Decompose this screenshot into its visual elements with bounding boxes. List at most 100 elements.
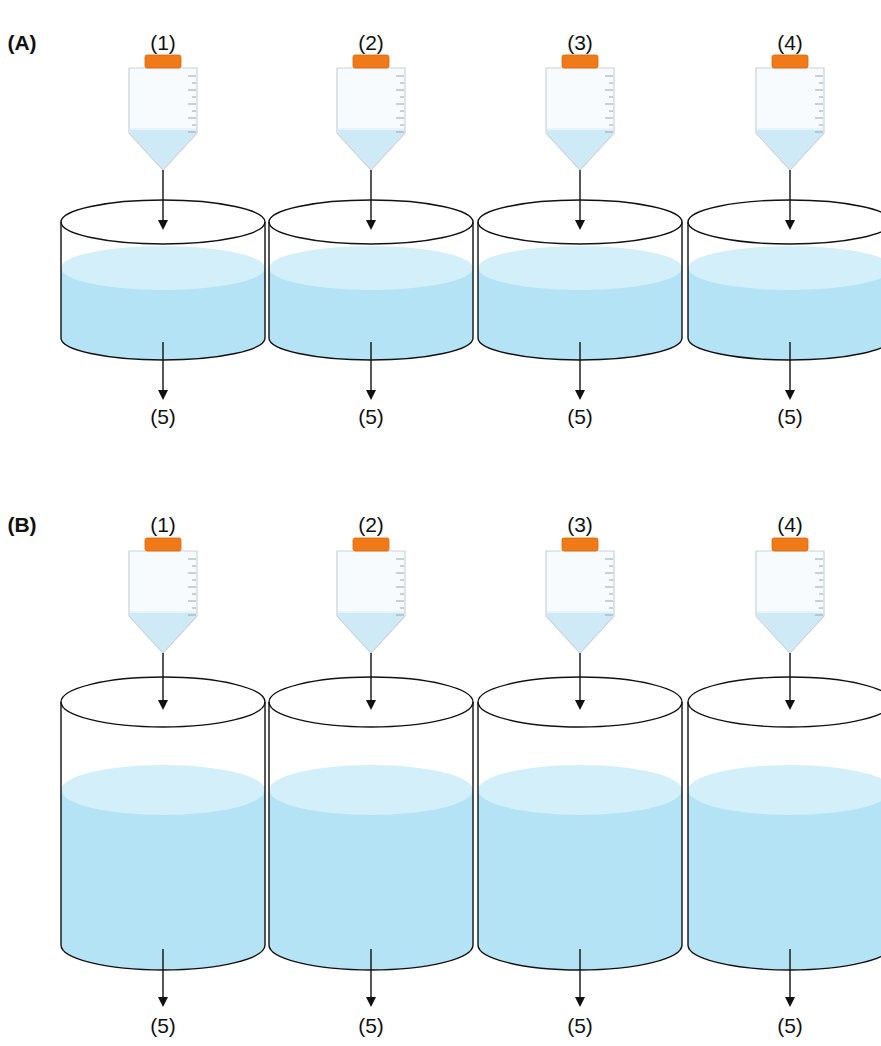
graduation-mark xyxy=(605,587,613,588)
graduation-mark xyxy=(815,573,823,574)
tube-body xyxy=(129,68,197,170)
beaker-outline xyxy=(478,222,682,360)
flow-arrow xyxy=(789,949,790,1005)
graduation-mark xyxy=(609,83,613,84)
graduation-mark xyxy=(400,608,404,609)
graduation-mark xyxy=(400,83,404,84)
graduation-mark xyxy=(192,83,196,84)
tube-body xyxy=(129,551,197,653)
callout-number: (5) xyxy=(358,1015,384,1036)
graduation-mark xyxy=(400,566,404,567)
beaker-outline xyxy=(61,222,265,360)
beaker-body xyxy=(688,702,881,970)
graduation-mark xyxy=(815,559,823,560)
graduation-mark xyxy=(396,118,404,119)
callout-number: (5) xyxy=(777,406,803,427)
graduation-mark xyxy=(605,104,613,105)
graduation-mark xyxy=(396,76,404,77)
beaker-body xyxy=(61,222,265,360)
callout-number: (2) xyxy=(358,514,384,535)
flow-arrow xyxy=(162,653,163,708)
callout-number: (5) xyxy=(150,1015,176,1036)
graduation-mark xyxy=(396,573,404,574)
graduation-mark xyxy=(815,76,823,77)
liquid-surface xyxy=(757,128,823,130)
liquid-surface xyxy=(338,128,404,130)
callout-number: (5) xyxy=(777,1015,803,1036)
callout-number: (5) xyxy=(150,406,176,427)
beaker-body xyxy=(688,222,881,360)
liquid-surface xyxy=(130,611,196,613)
tube-liquid xyxy=(547,129,613,169)
flow-arrow xyxy=(370,653,371,708)
tube-cap xyxy=(353,55,389,68)
callout-number: (1) xyxy=(150,514,176,535)
beaker-outline xyxy=(478,702,682,970)
graduation-mark xyxy=(815,587,823,588)
graduation-mark xyxy=(605,118,613,119)
liquid-surface xyxy=(688,246,881,290)
liquid-surface xyxy=(269,765,473,815)
panel-label: (A) xyxy=(7,32,36,53)
tube-body xyxy=(546,68,614,170)
graduation-mark xyxy=(819,83,823,84)
graduation-mark xyxy=(188,104,196,105)
graduation-mark xyxy=(605,601,613,602)
flow-arrow xyxy=(370,342,371,398)
graduation-mark xyxy=(605,573,613,574)
graduation-mark xyxy=(819,580,823,581)
beaker-body xyxy=(269,222,473,360)
callout-number: (3) xyxy=(567,32,593,53)
tube-cap xyxy=(145,538,181,551)
graduation-mark xyxy=(815,615,823,616)
flow-arrow xyxy=(370,170,371,228)
graduation-mark xyxy=(819,594,823,595)
graduation-mark xyxy=(609,125,613,126)
graduation-mark xyxy=(188,587,196,588)
callout-number: (5) xyxy=(358,406,384,427)
beaker-body xyxy=(478,222,682,360)
graduation-mark xyxy=(609,566,613,567)
tube-liquid xyxy=(547,612,613,652)
tube-cap xyxy=(772,538,808,551)
liquid-surface xyxy=(61,765,265,815)
graduation-mark xyxy=(609,608,613,609)
tube-body xyxy=(756,68,824,170)
graduation-mark xyxy=(815,104,823,105)
callout-number: (5) xyxy=(567,406,593,427)
beaker-outline xyxy=(688,222,881,360)
graduation-mark xyxy=(605,90,613,91)
liquid-surface xyxy=(547,611,613,613)
graduation-mark xyxy=(188,559,196,560)
beaker-rim xyxy=(688,677,881,727)
graduation-mark xyxy=(815,601,823,602)
beaker-body xyxy=(269,702,473,970)
flow-arrow xyxy=(370,949,371,1005)
tube-liquid xyxy=(757,612,823,652)
tube-body xyxy=(756,551,824,653)
flow-arrow xyxy=(579,342,580,398)
liquid-surface xyxy=(130,128,196,130)
tube-cap xyxy=(772,55,808,68)
flow-arrow xyxy=(789,170,790,228)
graduation-mark xyxy=(396,587,404,588)
graduation-mark xyxy=(815,118,823,119)
graduation-mark xyxy=(605,615,613,616)
graduation-mark xyxy=(605,559,613,560)
graduation-mark xyxy=(819,608,823,609)
graduation-mark xyxy=(192,111,196,112)
graduation-mark xyxy=(188,615,196,616)
liquid-surface xyxy=(338,611,404,613)
liquid-surface xyxy=(547,128,613,130)
tube-cap xyxy=(562,55,598,68)
graduation-mark xyxy=(188,118,196,119)
tube-liquid xyxy=(757,129,823,169)
flow-arrow xyxy=(162,170,163,228)
graduation-mark xyxy=(192,608,196,609)
graduation-mark xyxy=(396,615,404,616)
graduation-mark xyxy=(819,111,823,112)
graduation-mark xyxy=(192,97,196,98)
callout-number: (3) xyxy=(567,514,593,535)
beaker-rim xyxy=(688,200,881,244)
